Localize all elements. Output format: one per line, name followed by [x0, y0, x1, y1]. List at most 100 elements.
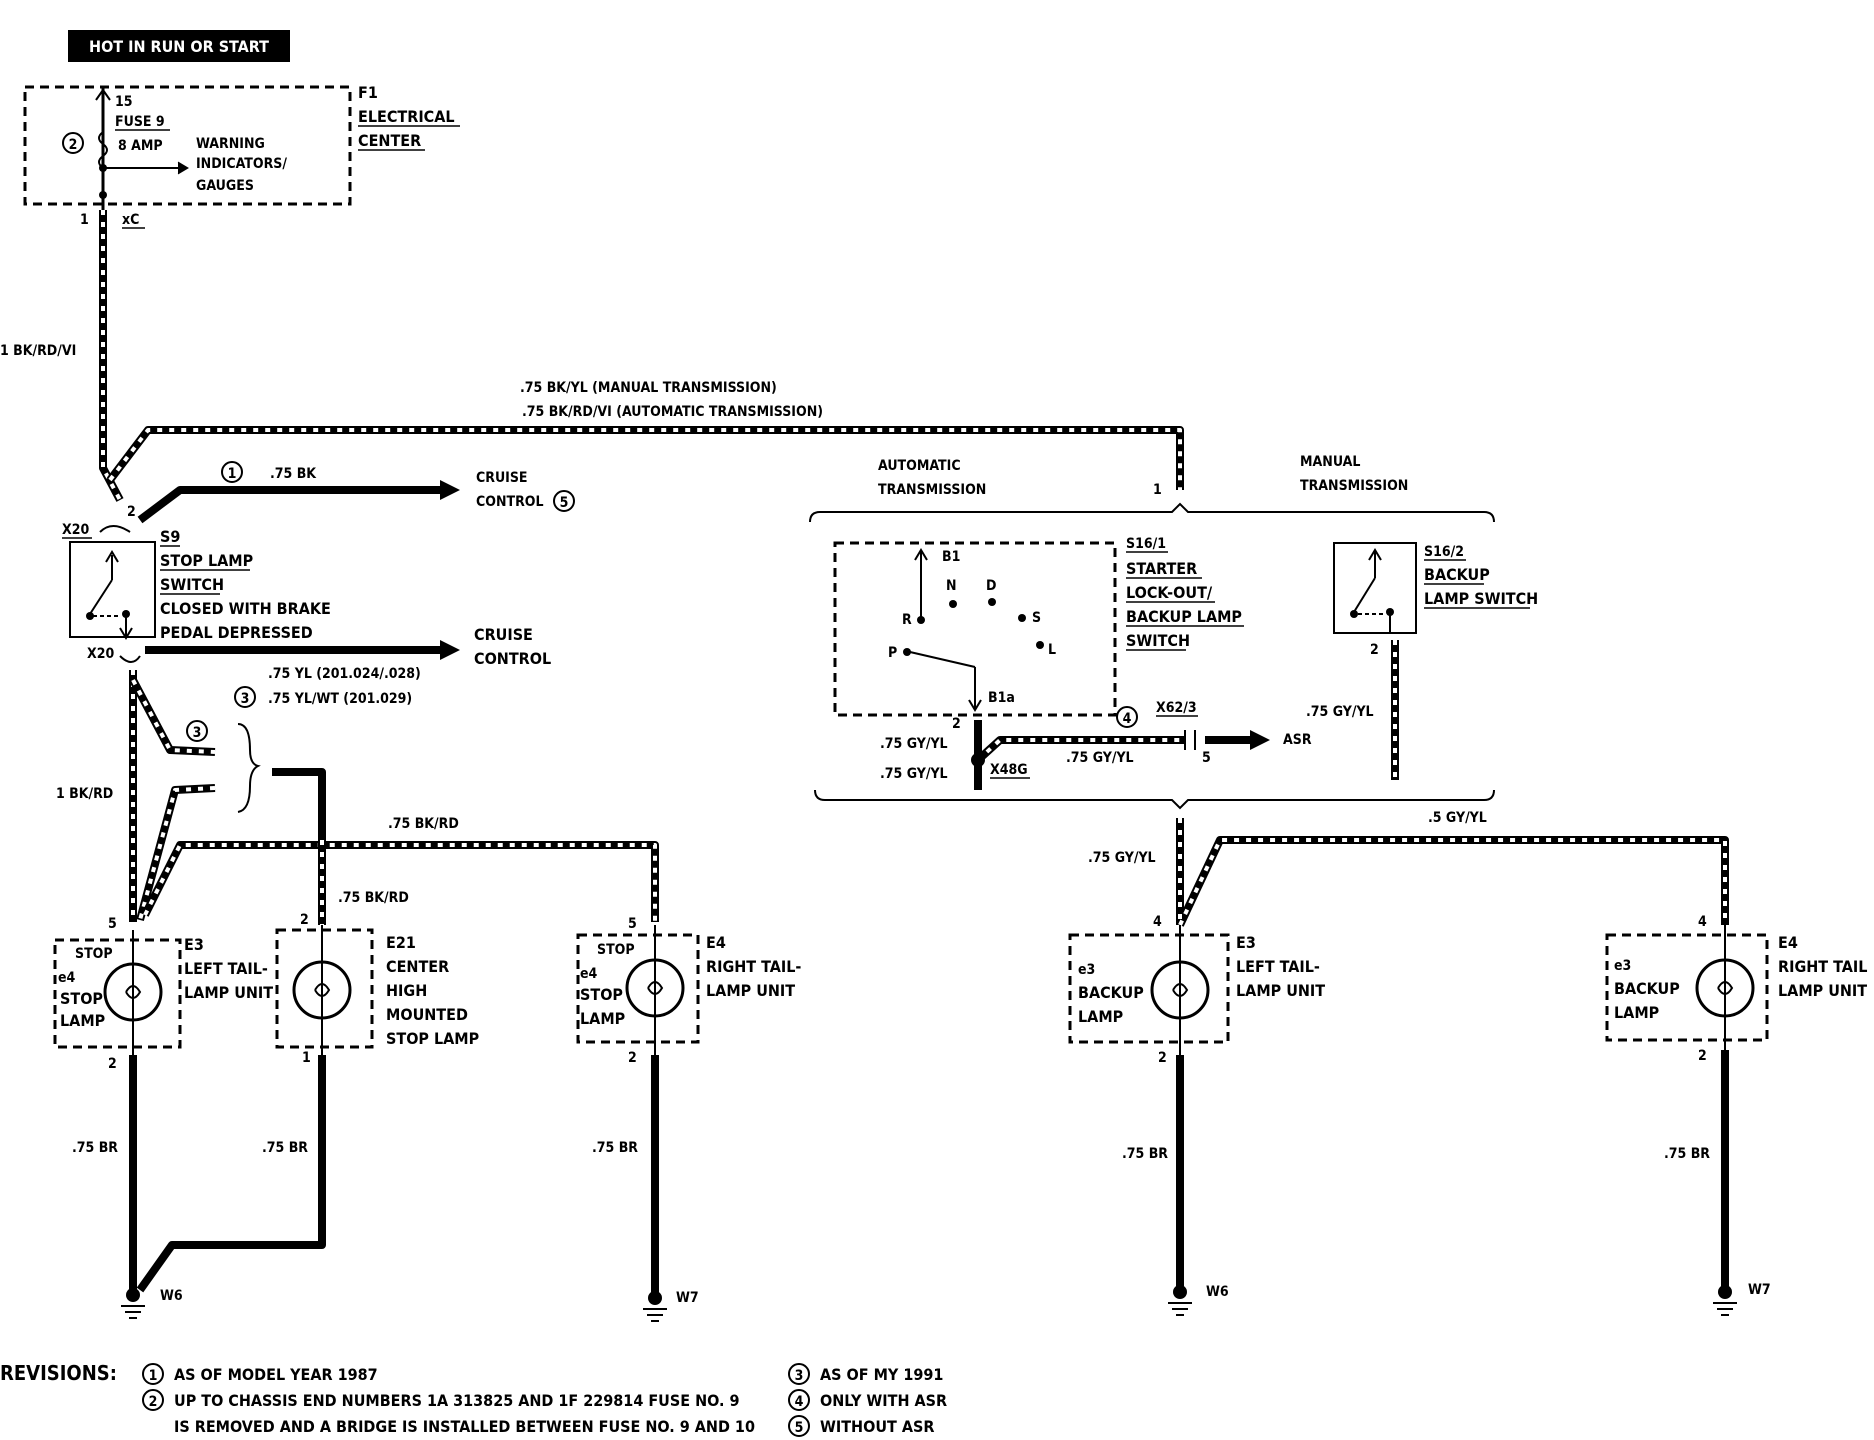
transmission-section: AUTOMATIC TRANSMISSION MANUAL TRANSMISSI…: [809, 454, 1538, 810]
cruise-bottom-2: CONTROL: [474, 649, 551, 668]
fuse-amp: 8 AMP: [118, 138, 163, 154]
rev-num-5: 5: [795, 1420, 804, 1436]
rev-text-4: ONLY WITH ASR: [820, 1391, 947, 1410]
x48g-label: X48G: [990, 762, 1028, 778]
fuse-pin: 1: [80, 212, 89, 228]
wire-gyyl-small: .5 GY/YL: [1428, 810, 1487, 826]
s16-2-name-2: LAMP SWITCH: [1424, 589, 1538, 608]
hot-header: HOT IN RUN OR START: [68, 30, 290, 62]
rev-num-2: 2: [149, 1394, 158, 1410]
right-stop-label-1: STOP: [580, 985, 623, 1004]
s16-1-id: S16/1: [1126, 536, 1166, 552]
wire-yl-wt: .75 YL/WT (201.029): [268, 691, 412, 707]
ground-icon: [643, 1291, 667, 1322]
wire-bkrd-075: .75 BK/RD: [388, 816, 459, 832]
fuse-out-1: WARNING: [196, 136, 265, 152]
s9-name-1: STOP LAMP: [160, 551, 253, 570]
rev-num-3: 3: [795, 1368, 804, 1384]
right-stop-pin-out: 2: [628, 1050, 637, 1066]
s9-name-3: CLOSED WITH BRAKE: [160, 599, 331, 618]
right-stop-sub: e4: [580, 966, 598, 982]
s16-2-pin: 2: [1370, 642, 1379, 658]
revisions-title: REVISIONS:: [0, 1361, 117, 1385]
s16-1-name-3: BACKUP LAMP: [1126, 607, 1242, 626]
s16-pos-s: S: [1032, 610, 1041, 626]
lamp-right-backup: 4 2 e3 BACKUP LAMP E4 RIGHT TAIL LAMP UN…: [1605, 914, 1867, 1064]
wire-main: 1 BK/RD/VI: [0, 343, 76, 359]
wire-yl: .75 YL (201.024/.028): [268, 666, 421, 682]
x20-bottom: X20: [87, 646, 114, 662]
right-backup-name-2: LAMP UNIT: [1778, 981, 1867, 1000]
s9-pin: 2: [127, 504, 136, 520]
center-pin-in: 2: [300, 912, 309, 928]
wire-gyyl-1: .75 GY/YL: [880, 736, 948, 752]
left-stop-pin-out: 2: [108, 1056, 117, 1072]
right-stop-name-2: LAMP UNIT: [706, 981, 795, 1000]
ground-4: W7: [1748, 1282, 1771, 1298]
cruise-note5: 5: [560, 495, 569, 511]
s16-2-id: S16/2: [1424, 544, 1464, 560]
right-backup-pin-in: 4: [1698, 914, 1707, 930]
wire-labels: 1 BK/RD/VI .75 BK/YL (MANUAL TRANSMISSIO…: [0, 343, 1710, 1162]
fuse-center-2: CENTER: [358, 131, 421, 150]
lamp-right-stop: 5 2 STOP e4 STOP LAMP E4 RIGHT TAIL- LAM…: [576, 916, 801, 1066]
cruise-bottom-1: CRUISE: [474, 625, 533, 644]
left-stop-name-2: LAMP UNIT: [184, 983, 273, 1002]
s16-1-name-1: STARTER: [1126, 559, 1197, 578]
wire-gyyl-5: .75 GY/YL: [1088, 850, 1156, 866]
center-name-1: CENTER: [386, 957, 449, 976]
wire-br-2: .75 BR: [262, 1140, 308, 1156]
fuse-box: 2 15 FUSE 9 8 AMP WARNING INDICATORS/ GA…: [23, 83, 460, 229]
s16-pos-d: D: [986, 578, 996, 594]
rev-text-2: UP TO CHASSIS END NUMBERS 1A 313825 AND …: [174, 1391, 740, 1410]
asr-pin: 5: [1202, 750, 1211, 766]
fuse-connector: xC: [122, 212, 139, 228]
rev-text-5: WITHOUT ASR: [820, 1417, 934, 1436]
fuse-terminal: 15: [115, 94, 133, 110]
left-backup-id: E3: [1236, 933, 1256, 952]
right-backup-pin-out: 2: [1698, 1048, 1707, 1064]
rev-text-1: AS OF MODEL YEAR 1987: [174, 1365, 378, 1384]
ground-1: W6: [160, 1288, 183, 1304]
wire-br-1: .75 BR: [72, 1140, 118, 1156]
cruise-note1: 1: [228, 466, 237, 482]
hot-label: HOT IN RUN OR START: [89, 37, 269, 56]
rev-text-3: AS OF MY 1991: [820, 1365, 943, 1384]
x62-label: X62/3: [1156, 700, 1197, 716]
auto-label-1: AUTOMATIC: [878, 458, 961, 474]
s16-pos-b1a: B1a: [988, 690, 1015, 706]
s16-pos-b1: B1: [942, 549, 960, 565]
s16-1-name-4: SWITCH: [1126, 631, 1190, 650]
stop-lamp-switch: X20 2 X20 S9 STOP LAMP SWITCH CLOSED WIT…: [62, 504, 331, 663]
left-stop-stop: STOP: [75, 946, 113, 962]
s16-pos-p: P: [888, 645, 897, 661]
wire-gyyl-3: .75 GY/YL: [1066, 750, 1134, 766]
wire-br-3: .75 BR: [592, 1140, 638, 1156]
rev-text-2b: IS REMOVED AND A BRIDGE IS INSTALLED BET…: [174, 1417, 755, 1436]
right-stop-id: E4: [706, 933, 726, 952]
left-stop-pin-in: 5: [108, 916, 117, 932]
s16-pos-n: N: [946, 578, 957, 594]
right-backup-name-1: RIGHT TAIL: [1778, 957, 1867, 976]
ground-icon: [1713, 1285, 1737, 1316]
center-name-3: MOUNTED: [386, 1005, 468, 1024]
wire-cruise-bk: .75 BK: [270, 466, 317, 482]
ground-icon: [1168, 1285, 1192, 1316]
fuse-name: FUSE 9: [115, 114, 165, 130]
left-backup-name-1: LEFT TAIL-: [1236, 957, 1320, 976]
wire-manual: .75 BK/YL (MANUAL TRANSMISSION): [520, 380, 777, 396]
left-stop-name-1: LEFT TAIL-: [184, 959, 268, 978]
note3-a: 3: [241, 691, 250, 707]
s16-pos-r: R: [902, 612, 912, 628]
fuse-note: 2: [69, 137, 78, 153]
asr-note4: 4: [1123, 711, 1132, 727]
left-backup-sub: e3: [1078, 962, 1095, 978]
left-backup-name-2: LAMP UNIT: [1236, 981, 1325, 1000]
lamp-center-high: 2 1 E21 CENTER HIGH MOUNTED STOP LAMP: [275, 912, 479, 1066]
left-stop-sub: e4: [58, 970, 76, 986]
right-backup-id: E4: [1778, 933, 1798, 952]
right-stop-stop: STOP: [597, 942, 635, 958]
manual-label-1: MANUAL: [1300, 454, 1360, 470]
right-backup-label-2: LAMP: [1614, 1003, 1659, 1022]
